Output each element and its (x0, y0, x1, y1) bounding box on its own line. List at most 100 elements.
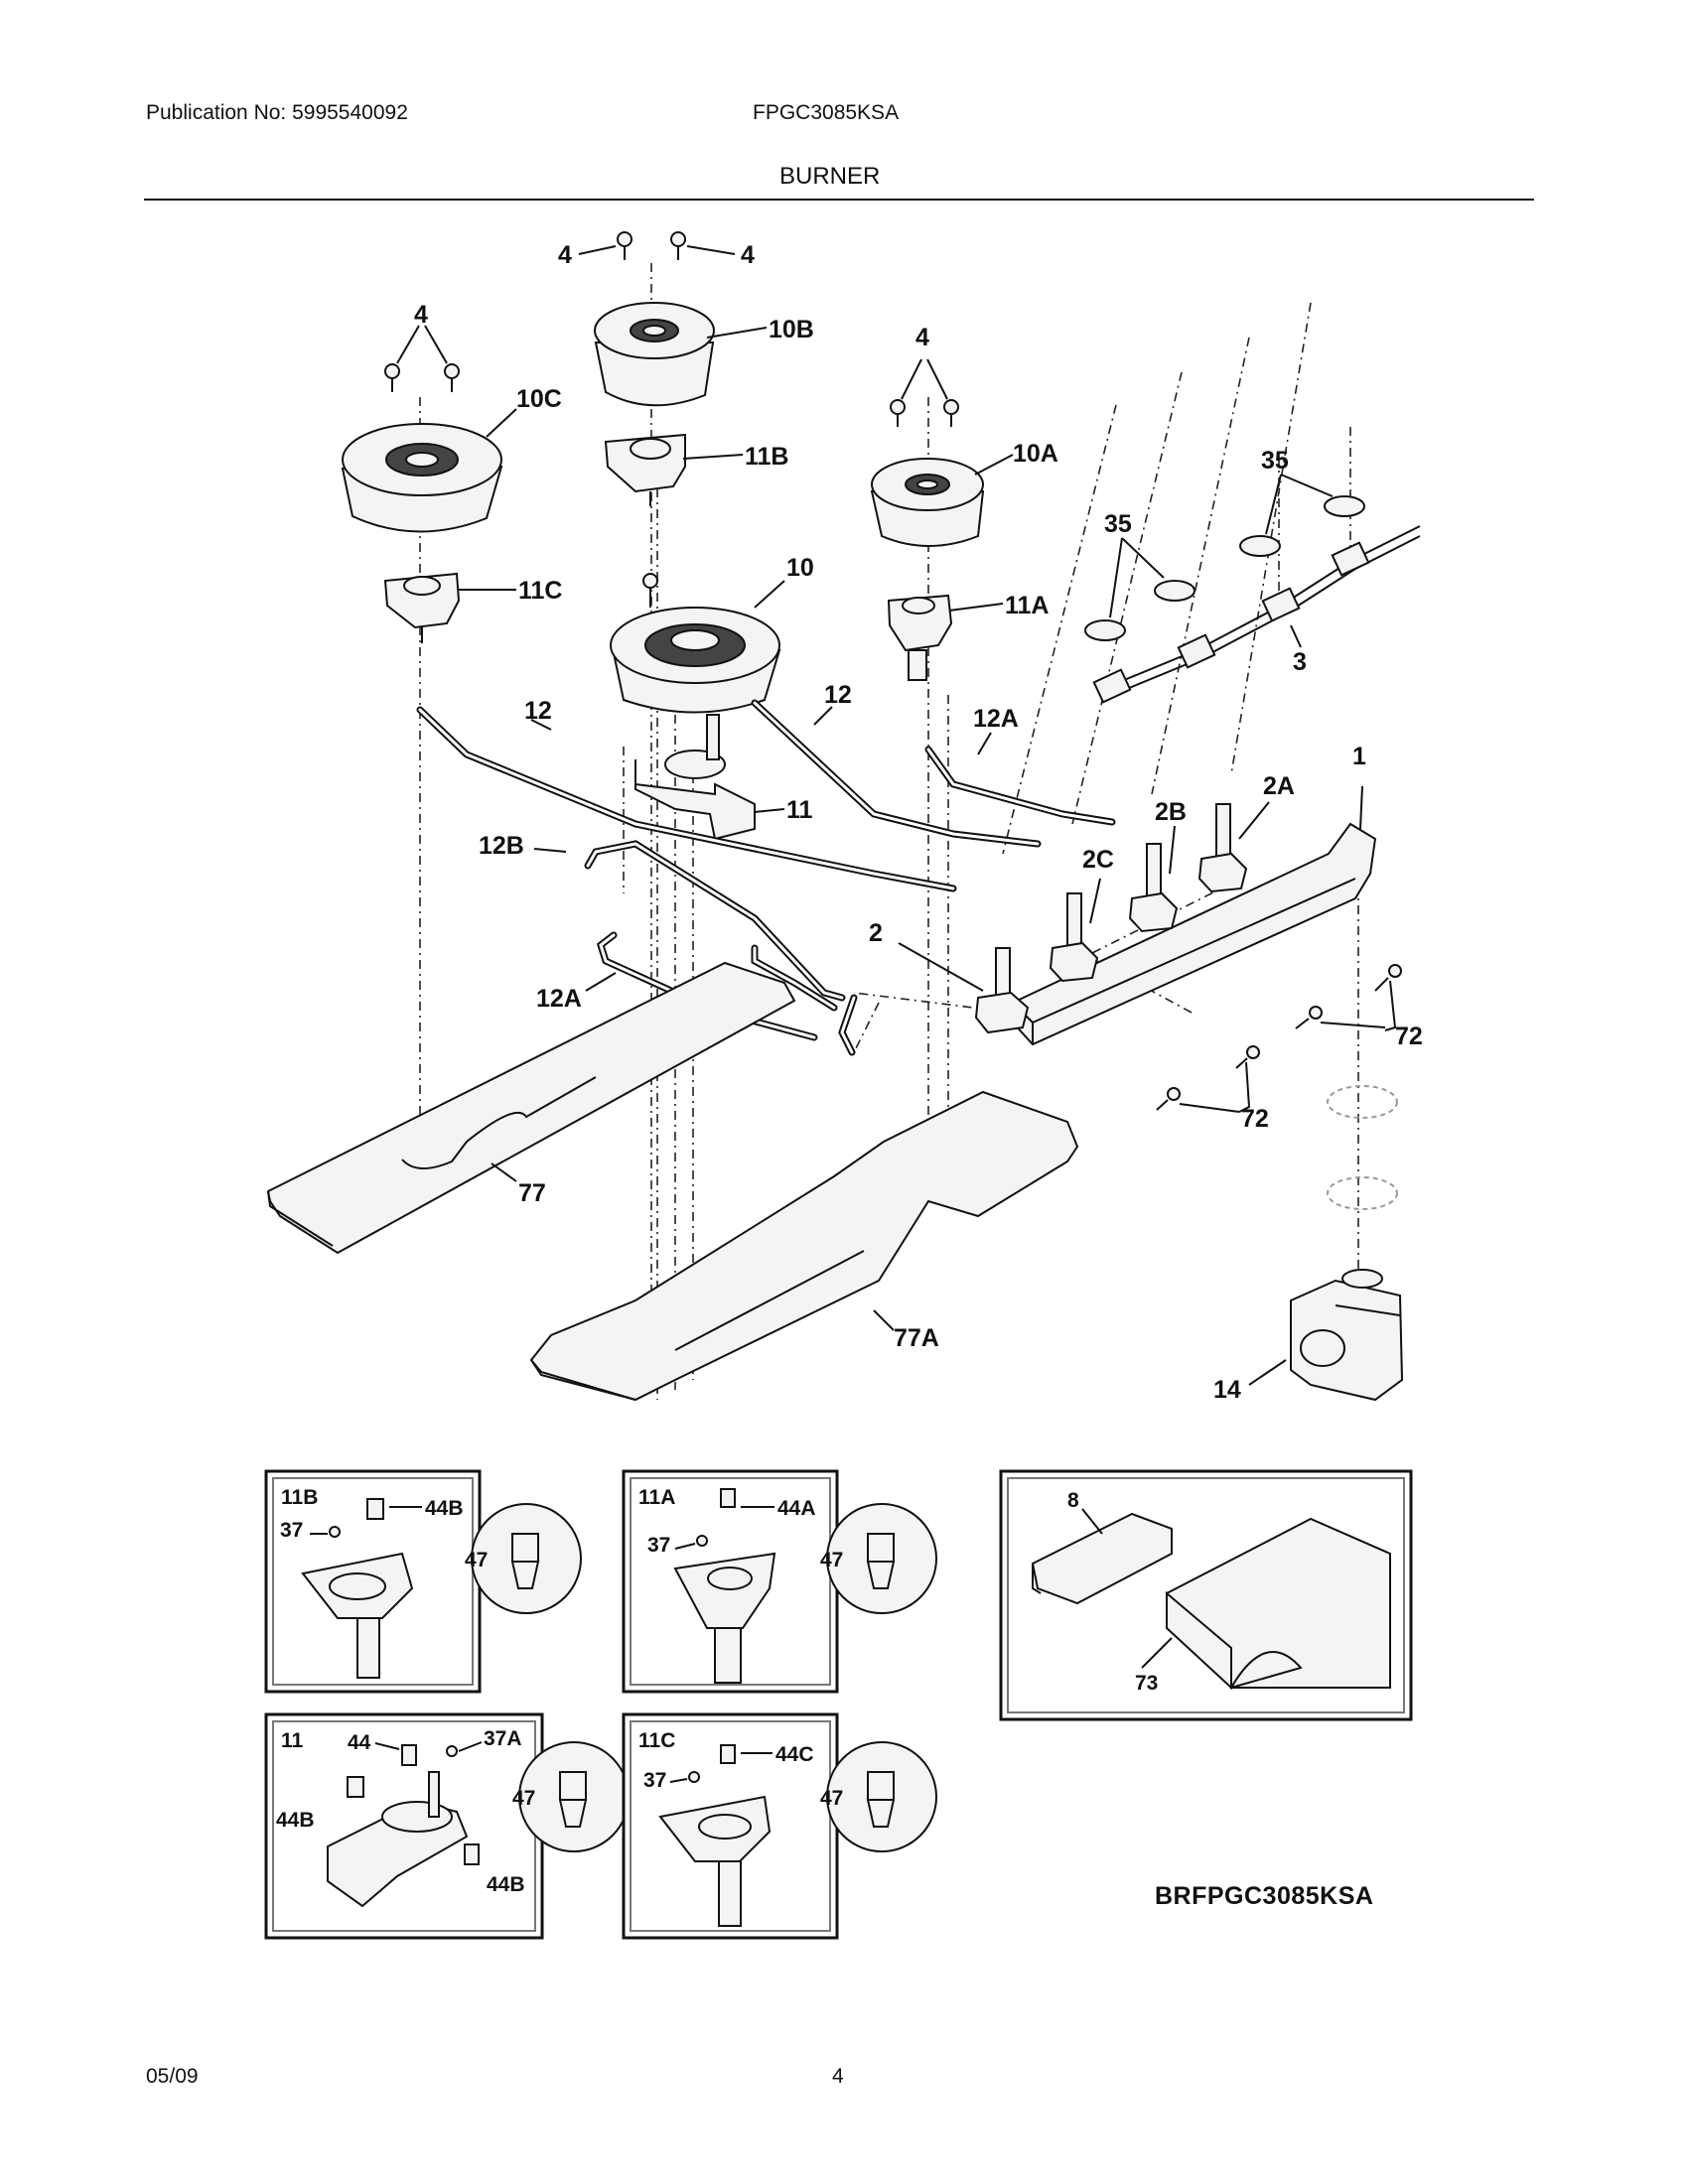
label-37: 37 (280, 1519, 303, 1542)
label-12A: 12A (536, 985, 582, 1013)
grommet-icon (1154, 580, 1196, 602)
burner-head-11A: 11A (887, 592, 1049, 681)
label-screw-4: 4 (741, 241, 755, 269)
label-10C: 10C (516, 385, 562, 413)
screws-72: 72 72 (1156, 964, 1423, 1133)
detail-title: 11C (638, 1729, 675, 1752)
harness-3: 3 (1092, 525, 1421, 704)
burner-cap-10C: 10C (341, 385, 562, 533)
screw-icon (1246, 1045, 1260, 1059)
label-47: 47 (820, 1549, 843, 1571)
screw-icon (1309, 1006, 1323, 1020)
label-47: 47 (465, 1549, 488, 1571)
label-12: 12 (524, 697, 552, 725)
valve-2C: 2C (1049, 846, 1114, 983)
detail-title: 11B (281, 1486, 318, 1509)
label-77: 77 (518, 1179, 546, 1207)
label-77A: 77A (894, 1324, 939, 1352)
detail-box-11B: 11B 44B 37 47 (264, 1469, 582, 1694)
section-title: BURNER (779, 163, 881, 190)
screw-icon (1388, 964, 1402, 978)
label-14: 14 (1213, 1376, 1241, 1404)
label-73: 73 (1135, 1672, 1158, 1695)
label-12A: 12A (973, 705, 1019, 733)
label-11B: 11B (745, 443, 788, 471)
grommets-35: 35 35 (1084, 447, 1365, 641)
label-2B: 2B (1155, 798, 1187, 826)
label-44: 44 (348, 1731, 371, 1754)
page-number: 4 (832, 2065, 844, 2088)
valve-2: 2 (869, 919, 1030, 1034)
valve-2B: 2B (1128, 798, 1187, 933)
gaskets (1327, 1085, 1398, 1210)
label-47: 47 (512, 1787, 535, 1810)
burner-cap-10A: 10A (870, 440, 1058, 547)
label-8: 8 (1067, 1489, 1079, 1512)
label-12B: 12B (479, 832, 524, 860)
label-44C: 44C (775, 1743, 814, 1766)
label-44A: 44A (777, 1497, 816, 1520)
label-screw-4: 4 (414, 301, 428, 329)
label-10: 10 (786, 554, 814, 582)
model-number: FPGC3085KSA (753, 101, 900, 124)
screw-group-right: 4 (890, 324, 959, 427)
orifice-holder-11: 11 (634, 714, 813, 841)
bracket-77: 77 (266, 961, 796, 1255)
screw-icon (943, 399, 959, 415)
screw-icon (384, 363, 400, 379)
label-37A: 37A (484, 1727, 522, 1750)
label-screw-4: 4 (915, 324, 929, 351)
label-37: 37 (643, 1769, 666, 1792)
label-1: 1 (1352, 743, 1366, 770)
label-10A: 10A (1013, 440, 1058, 468)
grommet-icon (1239, 535, 1281, 557)
detail-box-11A: 11A 44A 37 47 (622, 1469, 937, 1694)
publication-number: Publication No: 5995540092 (146, 101, 408, 124)
manifold-1: 1 (1012, 743, 1377, 1046)
burner-10: 10 (610, 554, 814, 714)
label-screw-4: 4 (558, 241, 572, 269)
label-44B: 44B (276, 1809, 315, 1832)
label-35: 35 (1104, 510, 1132, 538)
label-11A: 11A (1005, 592, 1049, 619)
drawing-code: BRFPGC3085KSA (1155, 1882, 1374, 1910)
screw-icon (670, 231, 686, 260)
label-3: 3 (1293, 648, 1307, 676)
detail-title: 11 (281, 1729, 304, 1752)
label-72: 72 (1395, 1023, 1423, 1050)
label-72: 72 (1241, 1105, 1269, 1133)
screw-group-top: 4 4 (558, 231, 755, 269)
screw-icon (890, 399, 906, 415)
valve-2A: 2A (1197, 772, 1295, 893)
label-11C: 11C (518, 577, 562, 605)
detail-title: 11A (638, 1486, 675, 1509)
screw-icon (1167, 1087, 1181, 1101)
detail-box-11C: 11C 44C 37 47 (622, 1712, 937, 1940)
label-44B: 44B (425, 1497, 464, 1520)
label-47: 47 (820, 1787, 843, 1810)
detail-box-spark-module: 8 73 (999, 1469, 1413, 1721)
label-35: 35 (1261, 447, 1289, 475)
bracket-77A: 77A (529, 1090, 1079, 1402)
grommet-icon (1084, 619, 1126, 641)
header-rule (144, 199, 1534, 201)
screw-group-left: 4 (384, 301, 460, 392)
label-11: 11 (786, 796, 813, 824)
label-44B: 44B (487, 1873, 525, 1896)
pressure-regulator-14: 14 (1213, 1269, 1404, 1404)
label-37: 37 (647, 1534, 670, 1557)
burner-cap-10B: 10B (594, 302, 814, 407)
label-10B: 10B (769, 316, 814, 343)
tubes: 12 12 12A 12B 12A (416, 681, 1116, 1056)
screw-icon (617, 231, 633, 260)
detail-box-11: 11 44 37A 44B 44B 47 (264, 1712, 630, 1940)
label-2A: 2A (1263, 772, 1295, 800)
footer-date: 05/09 (146, 2065, 199, 2088)
burner-head-11C: 11C (383, 572, 562, 643)
grommet-icon (1324, 495, 1365, 517)
screw-icon (444, 363, 460, 379)
label-12: 12 (824, 681, 852, 709)
label-2C: 2C (1082, 846, 1114, 874)
label-2: 2 (869, 919, 883, 947)
